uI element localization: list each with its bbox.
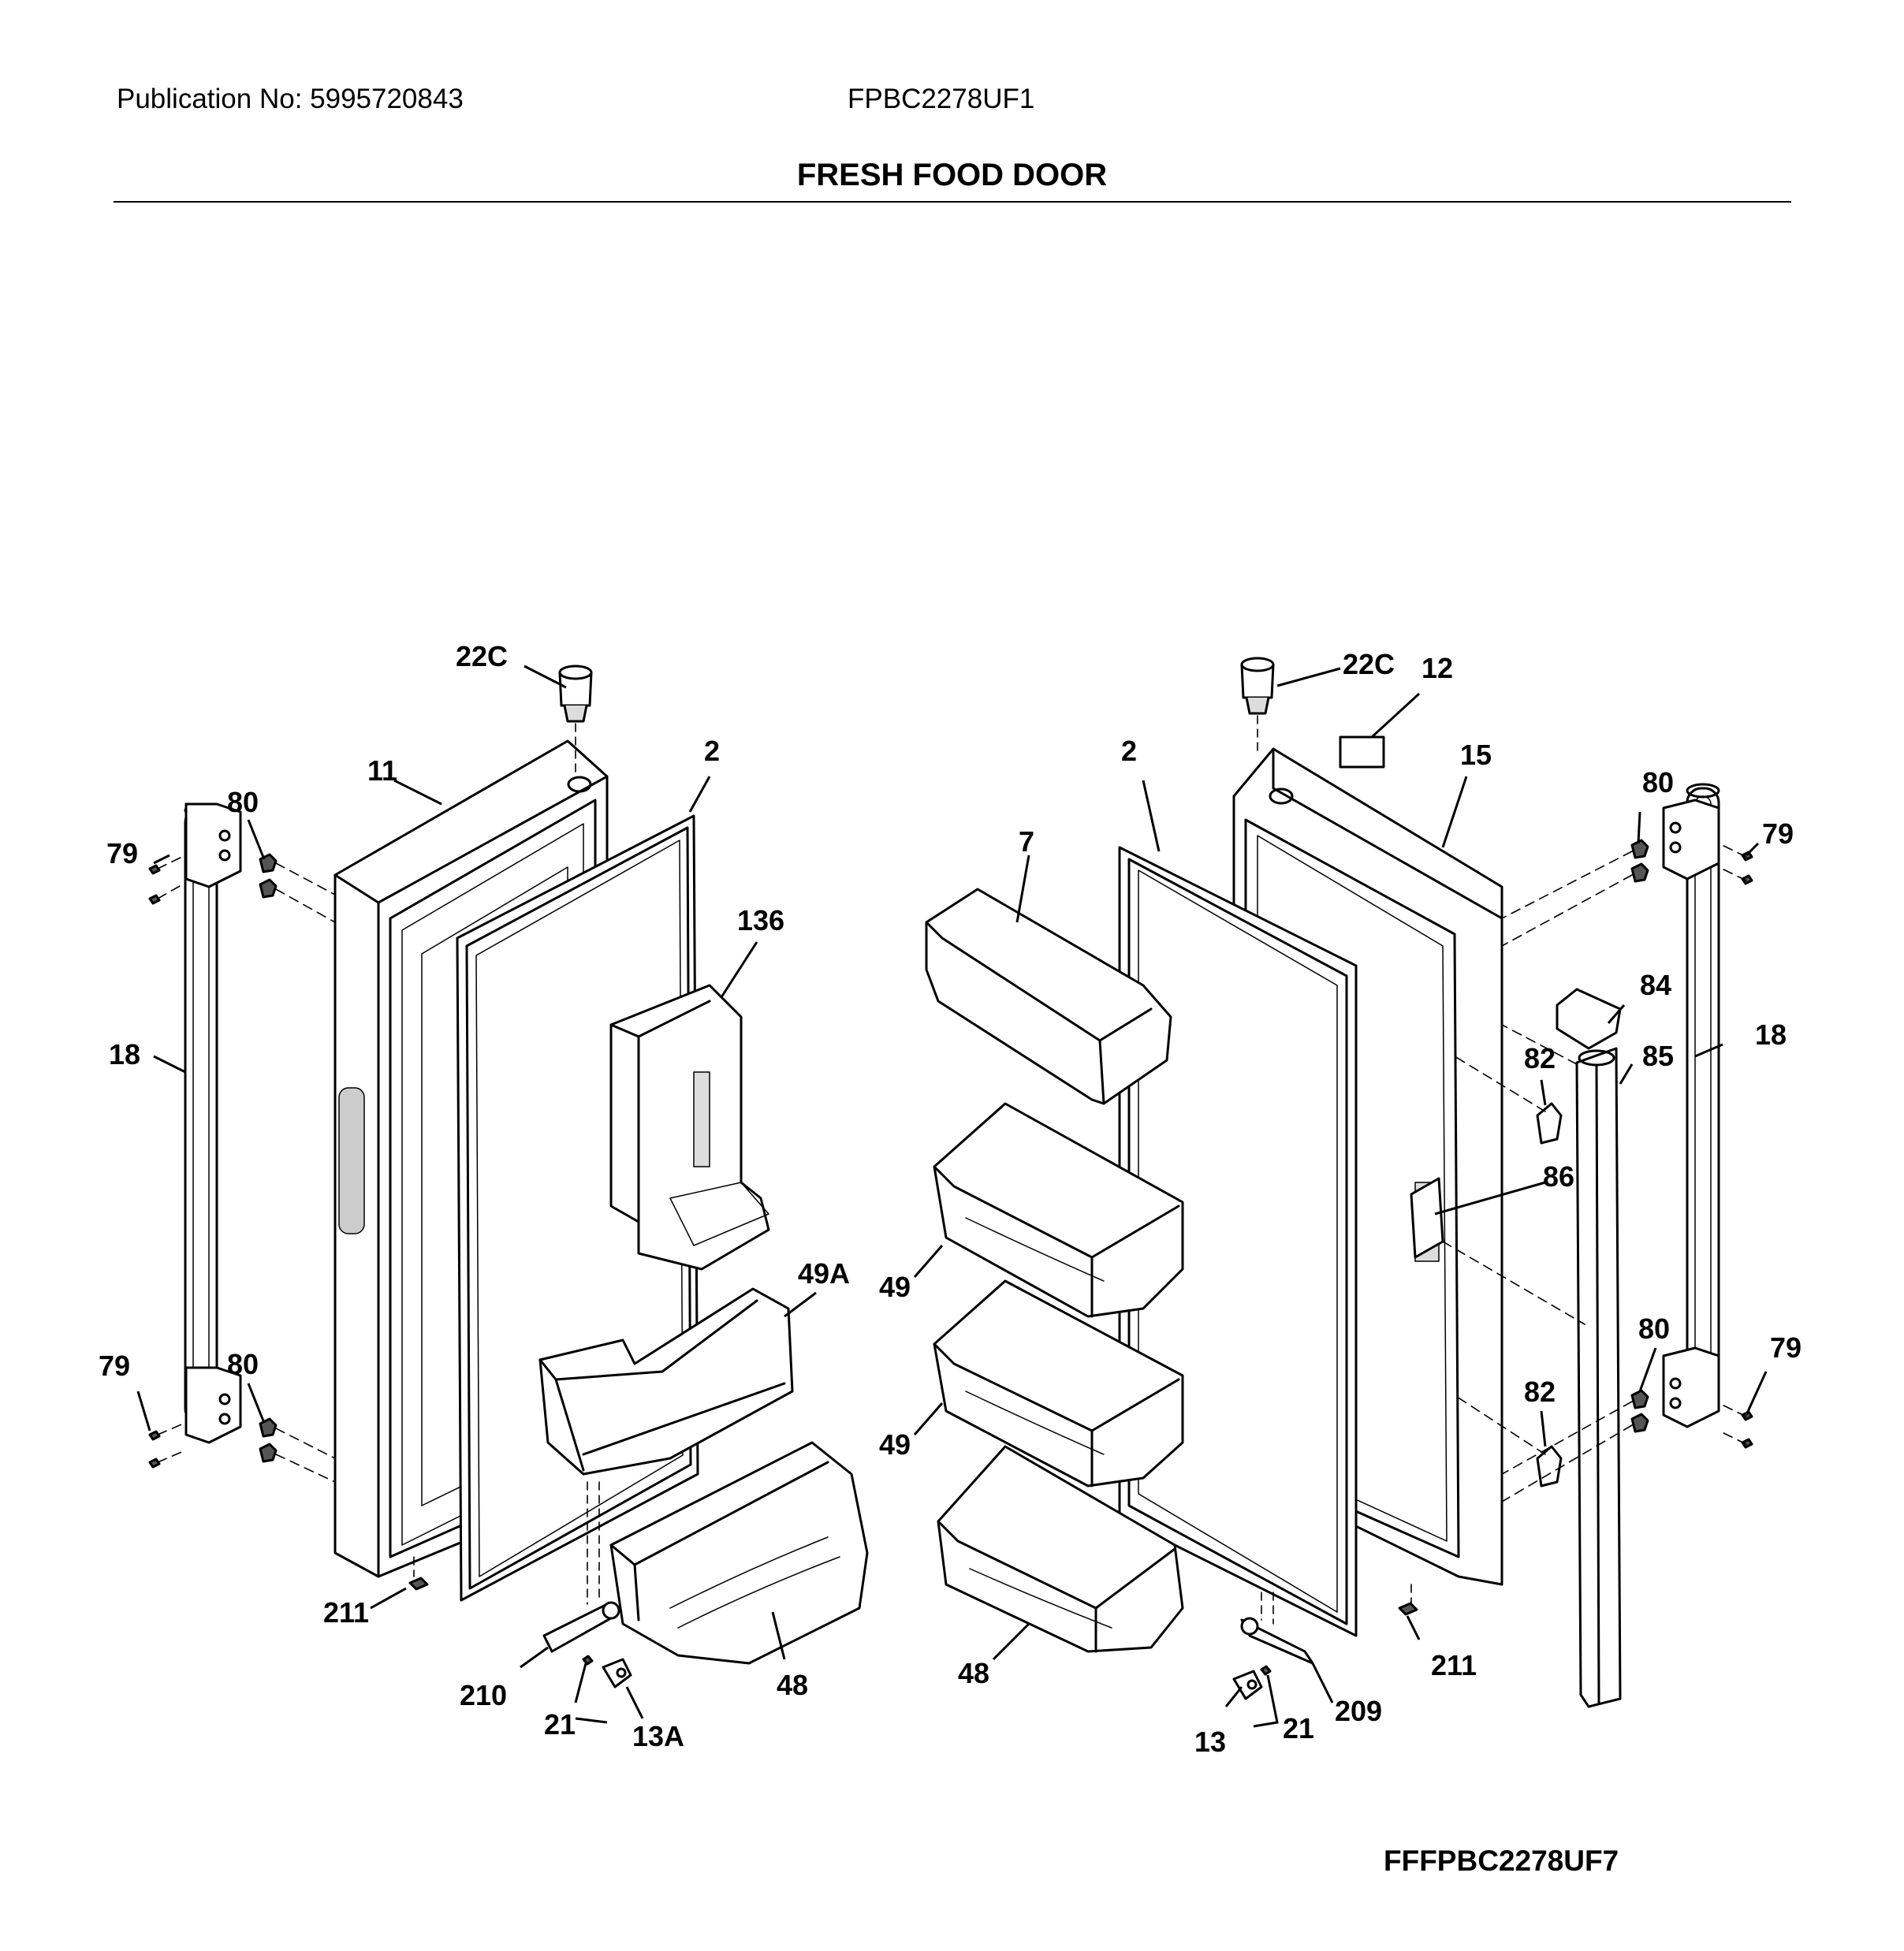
label-211-right: 211 xyxy=(1431,1649,1477,1681)
right-hinge-cap xyxy=(1240,657,1275,715)
right-handle-dash-lines xyxy=(1442,843,1747,1502)
left-hinge-dash-lines xyxy=(413,1481,600,1605)
label-22c-left: 22C xyxy=(456,640,508,672)
label-80-right-bottom: 80 xyxy=(1638,1312,1670,1345)
page-title: FRESH FOOD DOOR xyxy=(796,158,1108,192)
model-number: FPBC2278UF1 xyxy=(848,84,1035,114)
label-79-left-bottom: 79 xyxy=(99,1350,130,1382)
label-2-right: 2 xyxy=(1121,735,1137,767)
label-82-top: 82 xyxy=(1524,1042,1556,1074)
label-11: 11 xyxy=(367,754,397,787)
left-handle xyxy=(184,802,242,1444)
label-48-right: 48 xyxy=(958,1657,989,1689)
label-21-left: 21 xyxy=(544,1708,576,1741)
right-hinge-screws xyxy=(1630,839,1753,1449)
part-labels: 22C 22C 12 11 2 2 15 80 80 79 79 136 7 8… xyxy=(99,640,1802,1758)
label-211-left: 211 xyxy=(323,1596,369,1629)
right-handle xyxy=(1662,783,1720,1428)
leader-lines xyxy=(136,665,1768,1728)
label-18-right: 18 xyxy=(1755,1018,1787,1051)
left-hinge-cap xyxy=(558,665,593,723)
label-2-left: 2 xyxy=(704,735,720,767)
label-49-upper: 49 xyxy=(879,1271,911,1303)
label-209: 209 xyxy=(1335,1695,1382,1727)
label-21-right: 21 xyxy=(1283,1712,1314,1744)
label-82-bottom: 82 xyxy=(1524,1376,1556,1408)
label-18-left: 18 xyxy=(109,1038,140,1070)
right-door-bin-48 xyxy=(937,1445,1184,1653)
right-bottom-hinge xyxy=(1232,1602,1418,1700)
label-12: 12 xyxy=(1421,652,1453,684)
label-79-right-top: 79 xyxy=(1762,817,1794,850)
label-13a: 13A xyxy=(632,1720,684,1752)
left-handle-dash-lines xyxy=(157,854,336,1483)
left-door-bin-49a xyxy=(538,1287,794,1476)
label-136: 136 xyxy=(737,904,784,936)
right-door-bin-7 xyxy=(925,888,1172,1105)
right-door-bin-49-lower xyxy=(933,1279,1184,1487)
label-80-right-top: 80 xyxy=(1642,766,1674,799)
right-door-trim xyxy=(1575,1047,1622,1708)
label-86: 86 xyxy=(1543,1160,1574,1193)
label-49-lower: 49 xyxy=(879,1428,911,1461)
label-80-left-top: 80 xyxy=(227,786,259,818)
label-210: 210 xyxy=(460,1679,507,1711)
label-48-left: 48 xyxy=(777,1669,808,1701)
label-22c-right: 22C xyxy=(1343,648,1395,680)
label-84: 84 xyxy=(1640,969,1671,1001)
label-80-left-bottom: 80 xyxy=(227,1348,259,1380)
label-49a: 49A xyxy=(798,1257,850,1290)
right-door-label xyxy=(1339,735,1385,769)
publication-number: Publication No: 5995720843 xyxy=(117,84,464,114)
label-79-left-top: 79 xyxy=(106,837,138,869)
right-hinge-dash-lines xyxy=(1261,1584,1412,1625)
left-bottom-hinge xyxy=(408,1577,632,1689)
left-door-bin-136 xyxy=(609,984,770,1271)
label-79-right-bottom: 79 xyxy=(1770,1331,1802,1364)
label-7: 7 xyxy=(1019,825,1034,858)
label-85: 85 xyxy=(1642,1040,1674,1072)
label-15: 15 xyxy=(1460,739,1492,771)
label-13: 13 xyxy=(1194,1726,1226,1758)
header-divider xyxy=(114,201,1791,203)
diagram-code: FFFPBC2278UF7 xyxy=(1384,1845,1619,1877)
left-door-bin-48 xyxy=(609,1441,869,1665)
right-door-bin-49-upper xyxy=(933,1102,1184,1318)
